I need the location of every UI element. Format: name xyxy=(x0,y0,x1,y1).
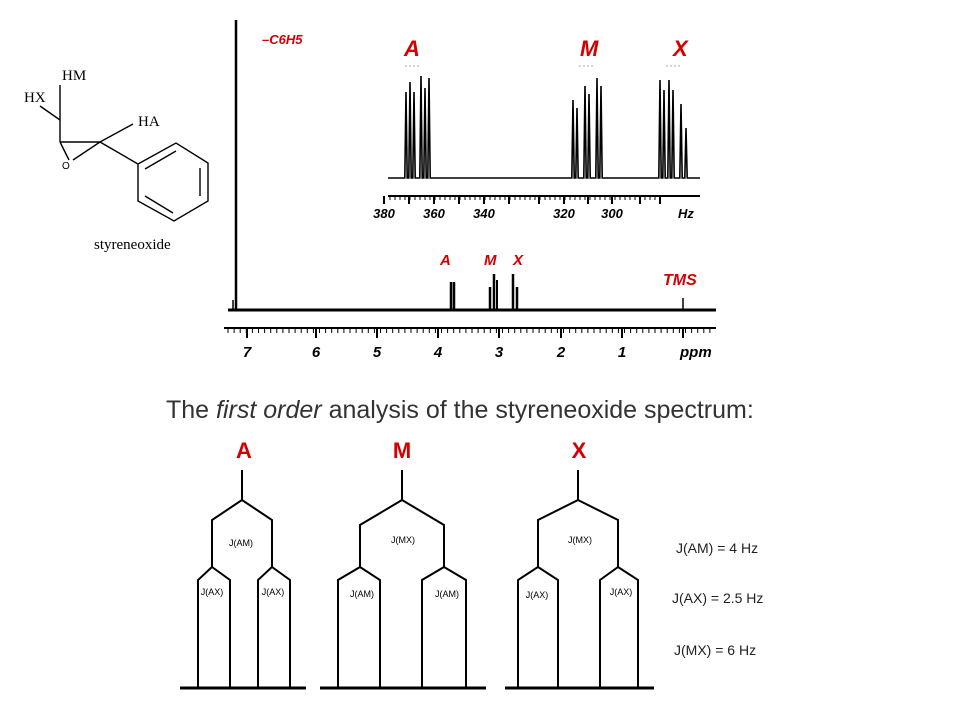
splitting-tree-a xyxy=(180,470,306,690)
tree-a-branch-2 xyxy=(211,566,231,655)
tree-a-branch-4 xyxy=(271,566,291,655)
tree-m-path-left xyxy=(337,470,403,655)
hz-tick-300: 300 xyxy=(601,206,623,221)
tree-m-branch-2 xyxy=(359,566,381,655)
hz-tick-380: 380 xyxy=(373,206,395,221)
bond-c1-o xyxy=(59,141,70,161)
ppm-tick-4: 4 xyxy=(433,344,443,361)
title-prefix: The xyxy=(166,396,216,424)
coupling-ax: J(AX) = 2.5 Hz xyxy=(672,590,763,606)
ring-double-bond-3 xyxy=(144,195,174,214)
tree-a-right-label: J(AX) xyxy=(262,587,285,597)
tree-m-left-label: J(AM) xyxy=(350,589,374,599)
expansion-trace xyxy=(388,75,700,179)
ppm-unit: ppm xyxy=(679,344,712,361)
tree-a-left-label: J(AX) xyxy=(201,587,224,597)
tree-title-a: A xyxy=(236,438,252,463)
bond-c1-hx xyxy=(39,105,61,121)
bond-c2-ha xyxy=(99,123,134,143)
ppm-axis-ticks xyxy=(227,328,711,338)
hm-label: HM xyxy=(62,68,86,84)
expansion-label-m: M xyxy=(580,36,599,61)
ppm-tick-7: 7 xyxy=(243,344,252,361)
ppm-tick-1: 1 xyxy=(618,344,626,361)
spectrum-label-x: X xyxy=(512,252,524,269)
oxygen-label: O xyxy=(62,161,70,172)
tree-title-x: X xyxy=(572,438,587,463)
expanded-spectrum: A M X 380 360 340 320 300 Hz xyxy=(373,36,700,221)
spectrum-label-m: M xyxy=(484,252,497,269)
splitting-tree-x xyxy=(505,470,654,690)
nmr-spectrum xyxy=(224,20,716,338)
ppm-tick-3: 3 xyxy=(495,344,504,361)
ppm-tick-2: 2 xyxy=(556,344,566,361)
molecule-caption: styreneoxide xyxy=(94,237,171,253)
tree-a-path-right xyxy=(241,499,273,655)
coupling-am: J(AM) = 4 Hz xyxy=(676,540,758,556)
tree-m-top-label: J(MX) xyxy=(391,535,415,545)
ring-double-bond-1 xyxy=(144,150,177,170)
coupling-mx: J(MX) = 6 Hz xyxy=(674,642,756,658)
tree-a-top-label: J(AM) xyxy=(229,538,253,548)
ha-label: HA xyxy=(138,114,160,130)
title-emphasis: first order xyxy=(216,396,323,424)
hz-axis-ticks xyxy=(383,196,661,204)
tree-m-path-right xyxy=(401,499,445,655)
tree-title-m: M xyxy=(393,438,411,463)
tree-a-path-left xyxy=(197,470,243,655)
hz-tick-320: 320 xyxy=(553,206,575,221)
tree-x-top-label: J(MX) xyxy=(568,535,592,545)
analysis-title: The first order analysis of the styreneo… xyxy=(166,396,754,424)
tree-x-left-label: J(AX) xyxy=(526,590,549,600)
expansion-label-a: A xyxy=(403,36,420,61)
tree-x-branch-4 xyxy=(617,566,639,655)
bond-c2-o xyxy=(72,141,101,161)
hx-label: HX xyxy=(24,90,46,106)
phenyl-group-label: –C6H5 xyxy=(262,32,303,47)
tree-m-branch-4 xyxy=(443,566,467,655)
tree-x-branch-2 xyxy=(537,566,559,655)
phenyl-ring xyxy=(137,142,209,222)
splitting-tree-m xyxy=(320,470,486,690)
styrene-oxide-structure xyxy=(39,85,209,222)
ppm-tick-6: 6 xyxy=(312,344,321,361)
hz-tick-360: 360 xyxy=(423,206,445,221)
tms-label: TMS xyxy=(663,272,697,289)
hz-tick-340: 340 xyxy=(473,206,495,221)
tree-x-path-left xyxy=(517,470,579,655)
hz-unit: Hz xyxy=(678,206,694,221)
ppm-tick-5: 5 xyxy=(373,344,382,361)
title-suffix: analysis of the styreneoxide spectrum: xyxy=(322,396,754,424)
bond-c2-phenyl xyxy=(99,141,139,165)
amx-multiplets xyxy=(449,274,519,310)
expansion-label-x: X xyxy=(671,36,689,61)
tree-x-path-right xyxy=(577,499,619,655)
spectrum-label-a: A xyxy=(439,252,451,269)
tree-m-right-label: J(AM) xyxy=(435,589,459,599)
tree-x-right-label: J(AX) xyxy=(610,587,633,597)
